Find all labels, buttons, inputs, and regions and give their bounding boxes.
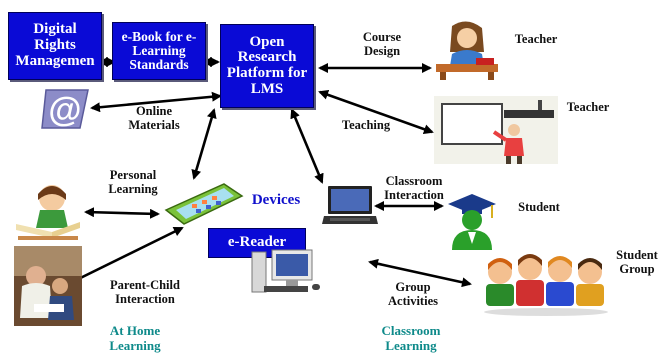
ereader-text: e-Reader xyxy=(227,234,287,251)
digital-rights-management-box: Digital Rights Managemen xyxy=(8,12,102,80)
teacher-label-2: Teacher xyxy=(566,100,610,114)
teacher-at-desk-icon xyxy=(436,21,498,80)
group-activities-label: Group Activities xyxy=(388,280,438,309)
digital-rights-management-text: Digital Rights Managemen xyxy=(15,22,95,69)
student-group-icon xyxy=(484,254,608,316)
course-design-label: Course Design xyxy=(362,30,402,59)
open-research-platform-box: Open Research Platform for LMS xyxy=(220,24,314,108)
ebook-standards-text: e-Book for e-Learning Standards xyxy=(121,28,197,73)
devices-label: Devices xyxy=(251,192,301,208)
graduate-student-icon xyxy=(448,194,496,250)
arrow-desktop-group xyxy=(368,258,472,288)
student-label: Student xyxy=(518,200,560,214)
classroom-interaction-label: Classroom Interaction xyxy=(384,174,444,203)
personal-learning-label: Personal Learning xyxy=(108,168,158,197)
svg-text:@: @ xyxy=(48,91,81,129)
ebook-standards-box: e-Book for e-Learning Standards xyxy=(112,22,206,80)
parent-child-photo xyxy=(14,246,82,326)
child-reading-icon xyxy=(16,185,80,240)
parent-child-interaction-label: Parent-Child Interaction xyxy=(110,278,180,307)
arrow-materials-platform xyxy=(90,91,222,113)
student-group-label: Student Group xyxy=(616,248,658,277)
arrow-platform-tablet xyxy=(191,108,217,180)
teacher-label-1: Teacher xyxy=(514,32,558,46)
arrow-platform-laptop xyxy=(290,108,324,184)
teaching-label: Teaching xyxy=(341,118,391,132)
laptop-icon xyxy=(322,186,378,224)
desktop-computer-icon xyxy=(251,249,320,293)
classroom-learning-label: Classroom Learning xyxy=(381,323,441,353)
online-materials-label: Online Materials xyxy=(128,104,180,133)
arrow-child-tablet xyxy=(84,207,160,219)
tablet-icon xyxy=(164,183,244,225)
at-home-learning-label: At Home Learning xyxy=(109,323,161,353)
at-sign-icon: @ xyxy=(41,89,89,129)
teacher-whiteboard-icon xyxy=(434,96,558,164)
open-research-platform-text: Open Research Platform for LMS xyxy=(226,33,308,97)
arrow-platform-teaching xyxy=(318,89,434,135)
